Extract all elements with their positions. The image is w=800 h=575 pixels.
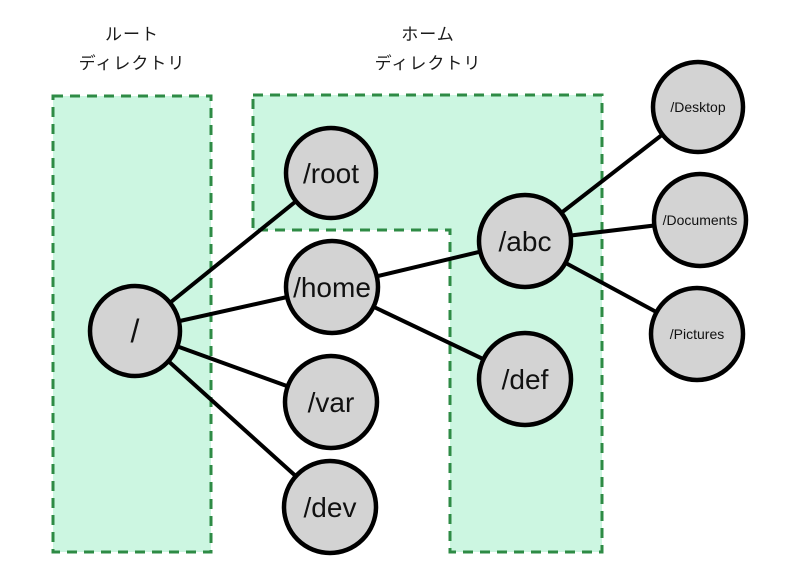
node-label-var: /var [308, 387, 355, 418]
root-directory-label-line1: ルート [105, 25, 159, 44]
node-circle-documents [651, 171, 749, 269]
node-circle-dev [281, 458, 379, 556]
home-directory-label-line2: ディレクトリ [374, 54, 482, 73]
node-label-documents: /Documents [663, 212, 738, 228]
node-var: /var [282, 353, 380, 451]
node-dev: /dev [281, 458, 379, 556]
home-directory-label-line1: ホーム [401, 25, 455, 44]
node-circle-var [282, 353, 380, 451]
node-label-slashroot: /root [303, 158, 359, 189]
root-directory-label: ルート ディレクトリ [53, 20, 211, 78]
node-circle-home [283, 238, 381, 336]
node-label-abc: /abc [499, 226, 552, 257]
node-label-def: /def [502, 364, 549, 395]
node-circle-desktop [650, 59, 746, 155]
node-circle-pictures [648, 285, 746, 383]
node-circle-abc [476, 192, 574, 290]
node-circle-def [476, 330, 574, 428]
node-circle-slashroot [283, 125, 379, 221]
node-label-desktop: /Desktop [670, 99, 725, 115]
root-directory-label-line2: ディレクトリ [78, 54, 186, 73]
node-label-pictures: /Pictures [670, 326, 724, 342]
node-abc: /abc [476, 192, 574, 290]
node-desktop: /Desktop [650, 59, 746, 155]
node-label-dev: /dev [304, 492, 357, 523]
node-label-root: / [131, 313, 140, 349]
node-slashroot: /root [283, 125, 379, 221]
node-home: /home [283, 238, 381, 336]
node-label-home: /home [293, 272, 371, 303]
node-def: /def [476, 330, 574, 428]
node-root: / [87, 283, 183, 379]
home-directory-label: ホーム ディレクトリ [253, 20, 603, 78]
node-documents: /Documents [651, 171, 749, 269]
node-circle-root [87, 283, 183, 379]
node-pictures: /Pictures [648, 285, 746, 383]
